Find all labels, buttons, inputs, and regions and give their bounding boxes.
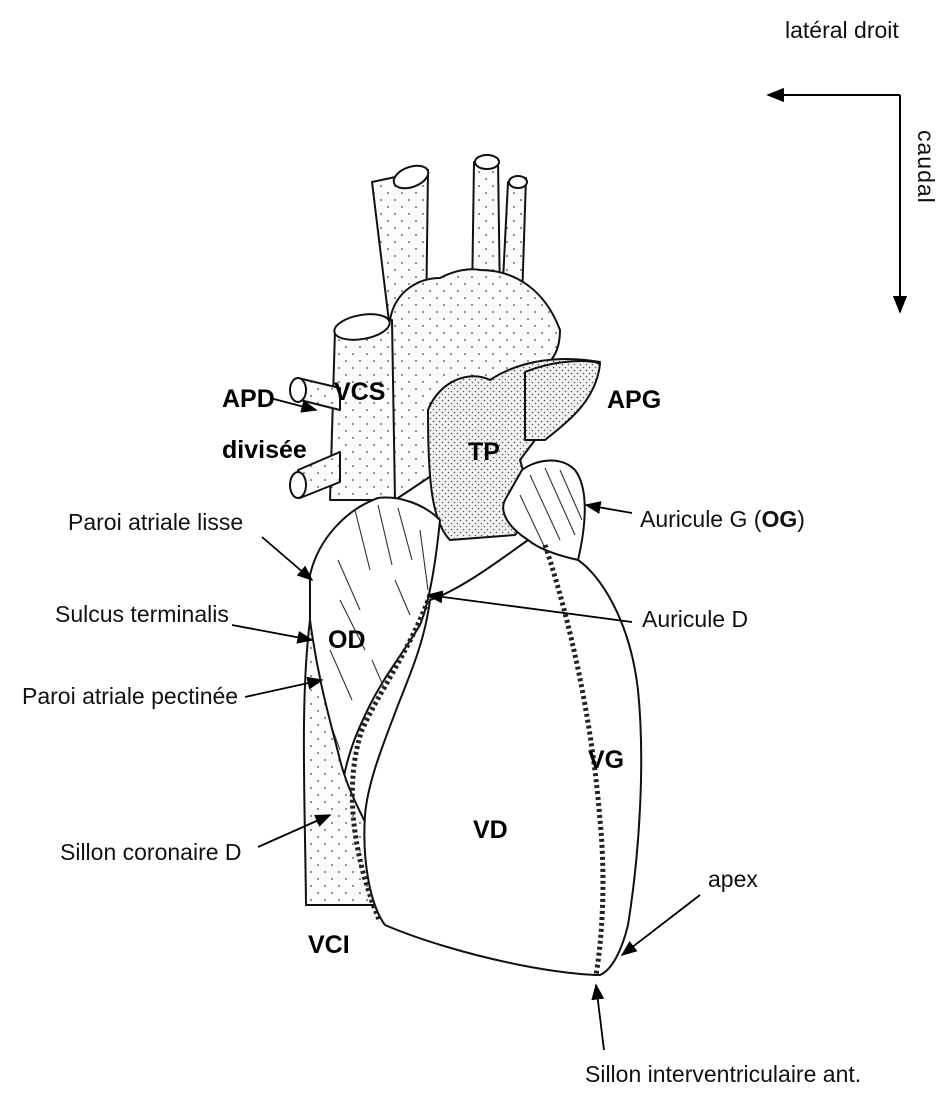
label-od: OD (328, 626, 366, 654)
annot-paroi-pectinee: Paroi atriale pectinée (22, 683, 238, 709)
left-pulmonary-artery (525, 361, 600, 440)
label-apd-2: divisée (222, 436, 307, 464)
lateral-droit-label: latéral droit (785, 17, 899, 43)
arrow-apex (622, 895, 700, 955)
aortic-branch-opening-3 (509, 176, 527, 188)
orientation-indicator: latéral droit caudal (768, 17, 939, 312)
label-vcs: VCS (334, 378, 385, 406)
annot-sillon-coronaire: Sillon coronaire D (60, 839, 242, 865)
label-vci: VCI (308, 931, 350, 959)
label-apd-1: APD (222, 385, 275, 413)
arrow-sillon-iv (596, 985, 604, 1050)
label-vd: VD (473, 816, 508, 844)
arrow-paroi-lisse (262, 537, 312, 580)
label-tp: TP (468, 438, 500, 466)
aortic-branch-opening-2 (475, 155, 499, 169)
label-vg: VG (588, 746, 624, 774)
heart-drawing (290, 155, 641, 975)
caudal-label: caudal (913, 130, 939, 204)
annot-apex: apex (708, 866, 758, 892)
annot-sulcus: Sulcus terminalis (55, 601, 229, 627)
label-apg: APG (607, 386, 661, 414)
annot-sillon-iv: Sillon interventriculaire ant. (585, 1061, 861, 1087)
annot-auricule-g: Auricule G (OG) (640, 506, 805, 532)
annot-paroi-lisse: Paroi atriale lisse (68, 509, 243, 535)
arrow-sulcus (232, 625, 312, 640)
rpa-lower-opening (290, 472, 306, 498)
arrow-auricule-g (586, 505, 632, 513)
rpa-upper-opening (290, 378, 306, 402)
annot-auricule-d: Auricule D (642, 606, 748, 632)
